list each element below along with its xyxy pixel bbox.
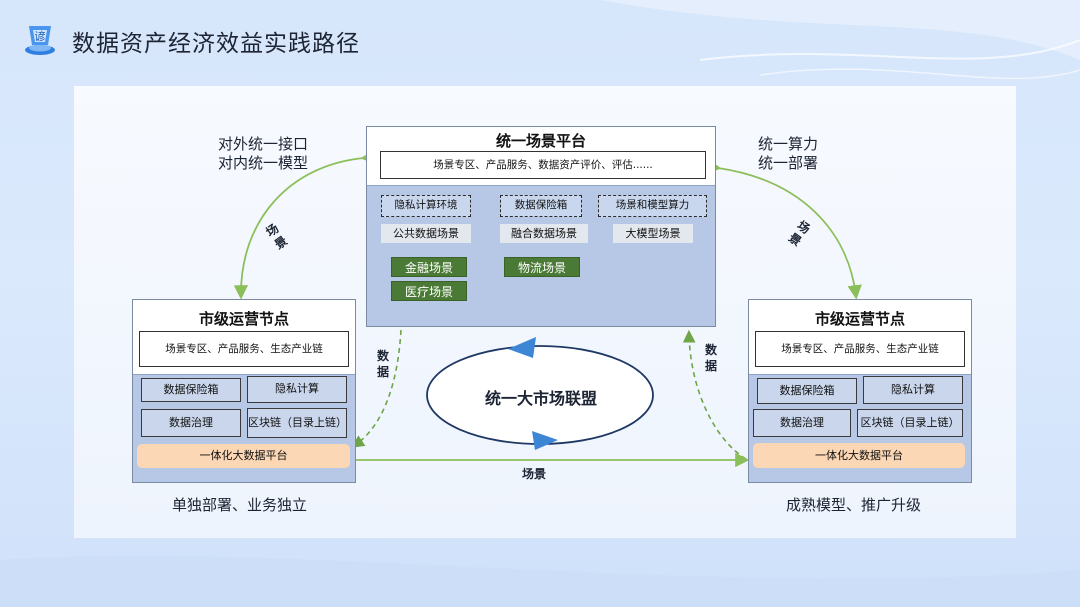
label-left-top-1: 对外统一接口 xyxy=(218,135,309,153)
scene-fusion: 融合数据场景 xyxy=(500,224,588,243)
market-label: 统一大市场联盟 xyxy=(484,389,597,408)
right-cell-privacy: 隐私计算 xyxy=(863,376,963,404)
data-label-left: 数据 xyxy=(376,349,389,379)
chip-finance: 金融场景 xyxy=(391,257,467,277)
scene-label-bottom: 场景 xyxy=(522,467,547,481)
data-label-right: 数据 xyxy=(704,343,717,373)
right-node: 市级运营节点 场景专区、产品服务、生态产业链 数据保险箱 隐私计算 数据治理 区… xyxy=(748,299,972,483)
caption-right: 成熟模型、推广升级 xyxy=(786,496,922,514)
left-cell-governance: 数据治理 xyxy=(141,409,241,437)
caption-left: 单独部署、业务独立 xyxy=(172,496,308,514)
left-node-subtitle: 场景专区、产品服务、生态产业链 xyxy=(139,331,349,367)
env-privacy: 隐私计算环境 xyxy=(381,195,471,217)
label-left-top-2: 对内统一模型 xyxy=(218,154,309,172)
right-node-inner: 数据保险箱 隐私计算 数据治理 区块链（目录上链） 一体化大数据平台 xyxy=(749,374,971,482)
center-platform: 统一场景平台 场景专区、产品服务、数据资产评价、评估...... 隐私计算环境 … xyxy=(366,126,716,327)
arc-left xyxy=(233,149,376,300)
label-right-top-1: 统一算力 xyxy=(758,135,819,153)
center-subtitle: 场景专区、产品服务、数据资产评价、评估...... xyxy=(380,151,706,179)
right-bigdata-bar: 一体化大数据平台 xyxy=(753,443,965,468)
logo-icon: 谚 xyxy=(25,26,55,55)
left-cell-blockchain: 区块链（目录上链） xyxy=(247,408,347,438)
right-node-title: 市级运营节点 xyxy=(814,310,905,328)
label-right-top-2: 统一部署 xyxy=(758,154,819,172)
arrowhead-bottom xyxy=(532,431,558,450)
chip-medical: 医疗场景 xyxy=(391,281,467,301)
data-arrow-right xyxy=(682,329,747,460)
scene-public: 公共数据场景 xyxy=(381,224,471,243)
svg-text:谚: 谚 xyxy=(35,29,46,43)
left-node: 市级运营节点 场景专区、产品服务、生态产业链 数据保险箱 隐私计算 数据治理 区… xyxy=(132,299,356,483)
left-node-inner: 数据保险箱 隐私计算 数据治理 区块链（目录上链） 一体化大数据平台 xyxy=(133,374,355,482)
env-compute: 场景和模型算力 xyxy=(598,195,707,217)
center-inner: 隐私计算环境 数据保险箱 场景和模型算力 公共数据场景 融合数据场景 大模型场景… xyxy=(367,185,715,326)
left-cell-privacy: 隐私计算 xyxy=(247,376,347,403)
scene-llm: 大模型场景 xyxy=(613,224,693,243)
right-cell-blockchain: 区块链（目录上链） xyxy=(857,409,963,437)
left-cell-safebox: 数据保险箱 xyxy=(141,378,241,402)
page-title: 数据资产经济效益实践路径 xyxy=(72,31,360,57)
center-title: 统一场景平台 xyxy=(495,132,586,150)
left-node-title: 市级运营节点 xyxy=(198,310,289,328)
right-cell-safebox: 数据保险箱 xyxy=(757,378,857,404)
env-safebox: 数据保险箱 xyxy=(500,195,582,217)
left-bigdata-bar: 一体化大数据平台 xyxy=(137,444,350,468)
right-cell-governance: 数据治理 xyxy=(753,409,851,437)
right-node-subtitle: 场景专区、产品服务、生态产业链 xyxy=(755,331,965,367)
chip-logistics: 物流场景 xyxy=(504,257,580,277)
arc-right xyxy=(706,159,862,300)
arrowhead-top xyxy=(508,337,536,358)
